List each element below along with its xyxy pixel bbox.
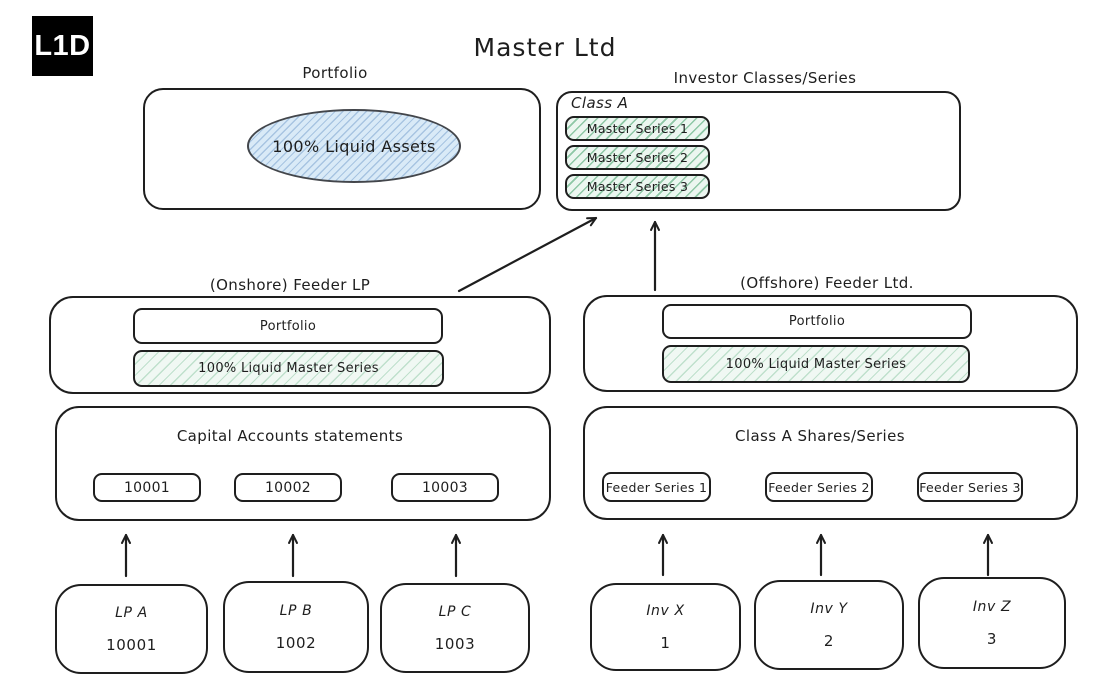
capital-accounts-box	[55, 406, 551, 521]
offshore-portfolio-box: Portfolio	[662, 304, 972, 339]
l1d-logo: L1D	[32, 16, 93, 76]
investor-box-inv-y: Inv Y 2	[754, 580, 904, 670]
investor-box-lp-c: LP C 1003	[380, 583, 530, 673]
offshore-holding-box: 100% Liquid Master Series	[662, 345, 970, 383]
account-box-10002: 10002	[234, 473, 342, 502]
investor-name: LP C	[438, 603, 472, 620]
liquid-assets-ellipse: 100% Liquid Assets	[247, 109, 461, 183]
account-box-10001: 10001	[93, 473, 201, 502]
feeder-series-3-box: Feeder Series 3	[917, 472, 1023, 502]
liquid-assets-label: 100% Liquid Assets	[272, 136, 436, 156]
account-box-10003: 10003	[391, 473, 499, 502]
investor-name: Inv Z	[972, 598, 1012, 615]
onshore-feeder-label: (Onshore) Feeder LP	[209, 276, 371, 294]
class-a-label: Class A	[571, 94, 629, 112]
diagram-title: Master Ltd	[473, 33, 617, 62]
investor-name: LP A	[115, 604, 148, 621]
offshore-feeder-label: (Offshore) Feeder Ltd.	[740, 274, 914, 292]
master-series-1-box: Master Series 1	[565, 116, 710, 141]
master-series-2-box: Master Series 2	[565, 145, 710, 170]
master-series-3-box: Master Series 3	[565, 174, 710, 199]
investor-account: 10001	[106, 635, 157, 654]
feeder-series-2-box: Feeder Series 2	[765, 472, 873, 502]
investor-account: 1	[660, 633, 671, 652]
arrow-onshore-to-master	[457, 216, 598, 293]
investor-box-lp-b: LP B 1002	[223, 581, 369, 673]
master-portfolio-label: Portfolio	[302, 64, 368, 82]
investor-name: Inv X	[646, 602, 685, 619]
investor-account: 1003	[434, 634, 476, 653]
investor-name: LP B	[279, 602, 313, 619]
investor-box-inv-x: Inv X 1	[590, 583, 741, 671]
investor-classes-label: Investor Classes/Series	[673, 69, 857, 87]
onshore-holding-box: 100% Liquid Master Series	[133, 350, 444, 387]
class-a-shares-box	[583, 406, 1078, 520]
investor-box-inv-z: Inv Z 3	[918, 577, 1066, 669]
investor-box-lp-a: LP A 10001	[55, 584, 208, 674]
onshore-portfolio-box: Portfolio	[133, 308, 443, 344]
investor-account: 2	[823, 631, 835, 650]
investor-account: 3	[986, 629, 998, 648]
investor-name: Inv Y	[810, 600, 848, 617]
investor-account: 1002	[275, 633, 317, 652]
class-a-shares-title: Class A Shares/Series	[735, 427, 905, 445]
feeder-series-1-box: Feeder Series 1	[602, 472, 711, 502]
capital-accounts-title: Capital Accounts statements	[176, 427, 404, 445]
